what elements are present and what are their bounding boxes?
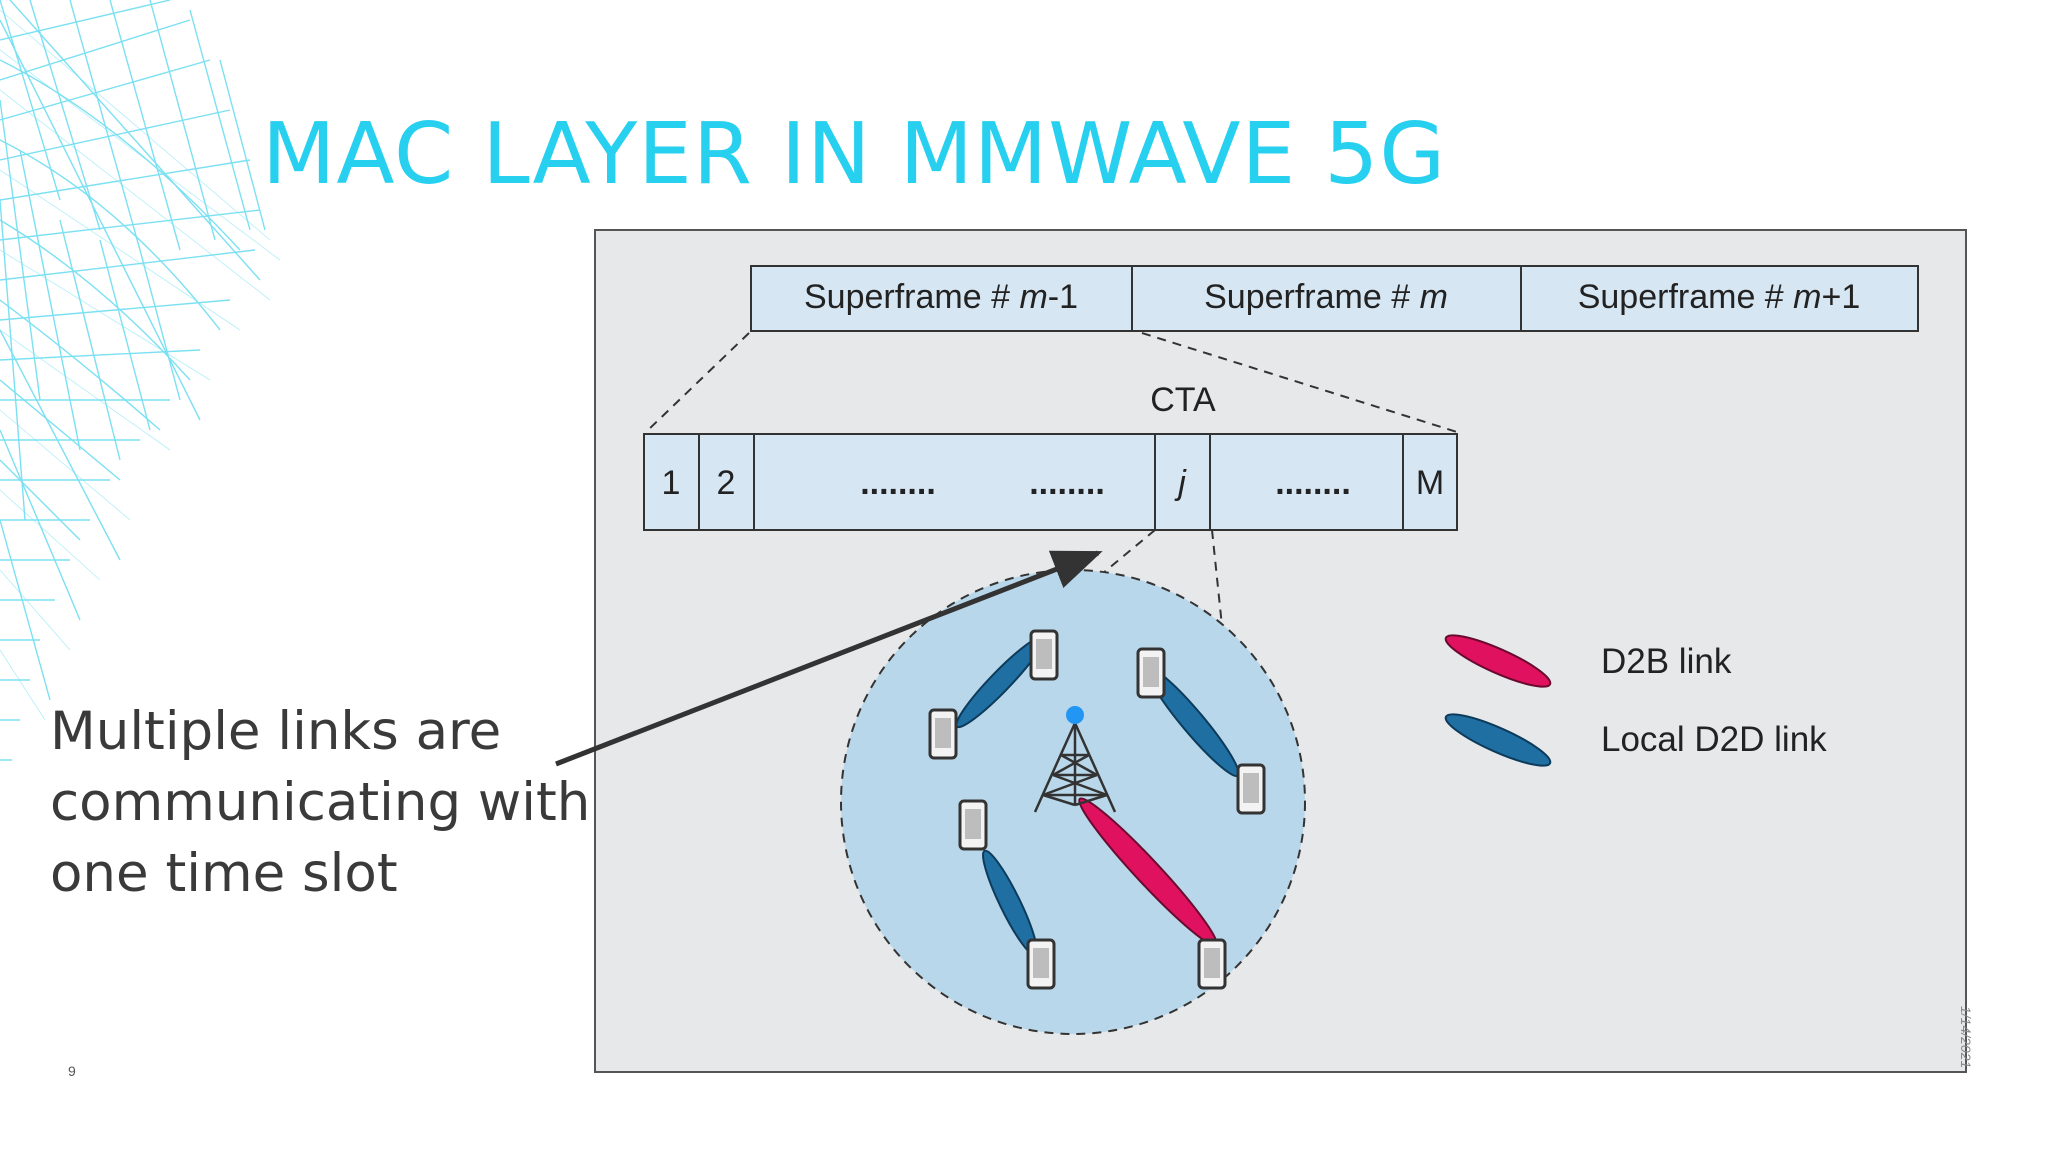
slot-label: ........ [860, 464, 936, 502]
legend-d2b-swatch [1444, 634, 1552, 688]
slot-label: ........ [1275, 464, 1351, 502]
base-station-icon [1033, 722, 1117, 813]
slide-title: MAC LAYER IN MMWAVE 5G [262, 105, 1447, 204]
caption-text: Multiple links are communicating within … [50, 696, 639, 909]
legend: D2B link Local D2D link [1444, 634, 1827, 767]
phone-icon [1029, 629, 1059, 681]
phone-icon [1197, 938, 1227, 990]
caption-line: Multiple links are [50, 701, 502, 762]
slot-label: j [1174, 464, 1187, 502]
superframe-box [750, 265, 1133, 332]
slot-box [698, 433, 755, 531]
cta-label: CTA [1150, 381, 1216, 419]
slot-label: 2 [717, 464, 736, 502]
superframe-box [1131, 265, 1522, 332]
caption-line: one time slot [50, 843, 398, 904]
phone-icon [958, 799, 988, 851]
phone-icon [1236, 763, 1266, 815]
slot-box [643, 433, 700, 531]
caption-line: communicating within [50, 772, 639, 833]
legend-d2d-swatch [1444, 713, 1552, 767]
superframe-label: Superframe # m+1 [1578, 278, 1861, 316]
superframe-label: Superframe # m [1204, 278, 1448, 316]
slot-box [753, 433, 1156, 531]
wireframe-decoration [0, 0, 281, 761]
slot-label: ........ [1029, 464, 1105, 502]
phone-icon [1136, 647, 1166, 699]
phone-icon [928, 708, 958, 760]
slot-box [1154, 433, 1211, 531]
superframe-row: Superframe # m-1 Superframe # m Superfra… [750, 265, 1919, 332]
superframe-label: Superframe # m-1 [804, 278, 1078, 316]
base-station-dot [1066, 706, 1084, 724]
slot-label: M [1416, 464, 1444, 502]
legend-d2d-label: Local D2D link [1601, 720, 1827, 759]
side-date: 1/14/2021 [1958, 1006, 1974, 1069]
slot-label: 1 [662, 464, 681, 502]
pointer-arrow [555, 550, 1103, 767]
slot-box [1402, 433, 1458, 531]
page-number: 9 [68, 1063, 76, 1079]
diagram-panel [594, 229, 1967, 1073]
legend-d2b-label: D2B link [1601, 642, 1732, 681]
cta-slots: 1 2 ........ ........ j ........ M [643, 433, 1458, 531]
slot-box [1209, 433, 1404, 531]
coverage-circle [840, 569, 1306, 1035]
superframe-box [1520, 265, 1919, 332]
phone-icon [1026, 938, 1056, 990]
